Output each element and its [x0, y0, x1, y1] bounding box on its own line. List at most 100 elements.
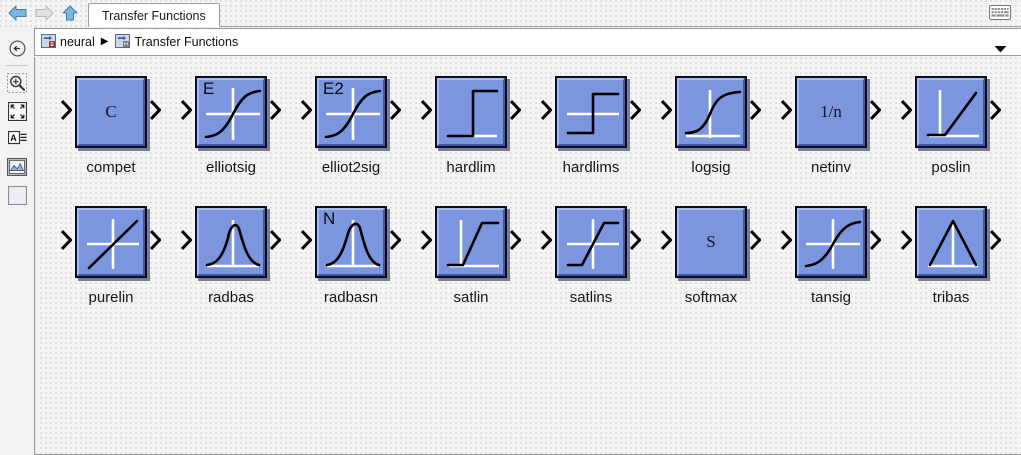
library-block-tansig[interactable]: tansig [767, 199, 895, 306]
library-block-hardlim[interactable]: hardlim [407, 69, 535, 176]
input-port-icon [300, 229, 313, 256]
output-port-icon [629, 229, 642, 256]
block-label: radbasn [323, 289, 379, 306]
block-label: netinv [810, 159, 852, 176]
output-port-icon [869, 99, 882, 126]
block-body[interactable] [887, 69, 1015, 155]
block-body[interactable] [887, 199, 1015, 285]
output-port-icon [389, 99, 402, 126]
breadcrumb: neural ▶ Transfer Functions [34, 28, 1021, 56]
block-icon[interactable]: E2 [315, 76, 387, 148]
library-block-softmax[interactable]: S softmax [647, 199, 775, 306]
tab-transfer-functions[interactable]: Transfer Functions [88, 3, 220, 27]
block-icon[interactable]: S [675, 206, 747, 278]
keyboard-icon[interactable] [989, 5, 1011, 25]
block-body[interactable] [407, 199, 535, 285]
block-body[interactable]: N [287, 199, 415, 285]
blank-panel-icon[interactable] [0, 181, 34, 209]
input-port-icon [420, 99, 433, 126]
input-port-icon [180, 99, 193, 126]
navigate-back-icon[interactable] [0, 34, 34, 62]
block-icon[interactable] [75, 206, 147, 278]
canvas-gutter [35, 57, 39, 454]
block-corner-label: E2 [323, 79, 344, 98]
block-icon[interactable] [555, 206, 627, 278]
up-arrow-icon[interactable] [58, 2, 82, 24]
output-port-icon [149, 229, 162, 256]
block-body[interactable] [527, 69, 655, 155]
library-block-compet[interactable]: C compet [47, 69, 175, 176]
library-block-satlins[interactable]: satlins [527, 199, 655, 306]
output-port-icon [509, 229, 522, 256]
block-grid: C compet E elliotsig E2 ellio [35, 57, 1021, 454]
library-block-hardlims[interactable]: hardlims [527, 69, 655, 176]
block-icon[interactable] [555, 76, 627, 148]
block-glyph-label: 1/n [820, 102, 842, 121]
block-body[interactable] [407, 69, 535, 155]
block-body[interactable]: E [167, 69, 295, 155]
output-port-icon [389, 229, 402, 256]
library-block-tribas[interactable]: tribas [887, 199, 1015, 306]
input-port-icon [60, 99, 73, 126]
block-body[interactable] [647, 69, 775, 155]
block-body[interactable] [47, 199, 175, 285]
block-icon[interactable] [435, 76, 507, 148]
input-port-icon [540, 229, 553, 256]
simulink-library-icon [41, 33, 56, 51]
library-canvas: C compet E elliotsig E2 ellio [34, 57, 1021, 455]
block-icon[interactable]: 1/n [795, 76, 867, 148]
block-body[interactable]: 1/n [767, 69, 895, 155]
block-icon[interactable] [915, 206, 987, 278]
block-body[interactable] [167, 199, 295, 285]
block-glyph-label: S [706, 232, 716, 251]
input-port-icon [660, 99, 673, 126]
block-body[interactable]: E2 [287, 69, 415, 155]
block-body[interactable]: C [47, 69, 175, 155]
input-port-icon [900, 229, 913, 256]
chevron-down-icon[interactable] [994, 40, 1007, 58]
text-view-icon[interactable]: A [0, 125, 34, 153]
block-label: hardlims [562, 159, 620, 176]
breadcrumb-label: Transfer Functions [134, 35, 239, 49]
library-block-elliotsig[interactable]: E elliotsig [167, 69, 295, 176]
block-icon[interactable] [675, 76, 747, 148]
library-block-satlin[interactable]: satlin [407, 199, 535, 306]
input-port-icon [60, 229, 73, 256]
block-body[interactable] [767, 199, 895, 285]
input-port-icon [780, 99, 793, 126]
toolbar-divider [6, 65, 28, 66]
breadcrumb-item-neural[interactable]: neural [41, 33, 95, 51]
back-arrow-icon[interactable] [6, 2, 30, 24]
tab-strip: Transfer Functions [88, 0, 1021, 27]
breadcrumb-item-transfer-functions[interactable]: Transfer Functions [115, 33, 239, 51]
library-block-netinv[interactable]: 1/n netinv [767, 69, 895, 176]
breadcrumb-separator: ▶ [100, 36, 109, 47]
output-port-icon [869, 229, 882, 256]
block-icon[interactable] [195, 206, 267, 278]
fit-to-view-icon[interactable] [0, 97, 34, 125]
block-body[interactable] [527, 199, 655, 285]
tab-underline [88, 26, 1021, 27]
block-body[interactable]: S [647, 199, 775, 285]
block-label: logsig [691, 159, 731, 176]
block-icon[interactable]: N [315, 206, 387, 278]
block-icon[interactable]: C [75, 76, 147, 148]
block-label: tansig [810, 289, 852, 306]
library-block-elliot2sig[interactable]: E2 elliot2sig [287, 69, 415, 176]
tab-label: Transfer Functions [102, 8, 206, 23]
block-icon[interactable] [795, 206, 867, 278]
thumbnail-view-icon[interactable] [0, 153, 34, 181]
library-block-radbas[interactable]: radbas [167, 199, 295, 306]
block-label: hardlim [446, 159, 496, 176]
block-label: satlin [453, 289, 489, 306]
library-block-radbasn[interactable]: N radbasn [287, 199, 415, 306]
library-block-logsig[interactable]: logsig [647, 69, 775, 176]
zoom-in-icon[interactable] [0, 69, 34, 97]
input-port-icon [780, 229, 793, 256]
block-icon[interactable] [915, 76, 987, 148]
library-block-poslin[interactable]: poslin [887, 69, 1015, 176]
block-label: poslin [931, 159, 971, 176]
block-icon[interactable]: E [195, 76, 267, 148]
block-icon[interactable] [435, 206, 507, 278]
library-block-purelin[interactable]: purelin [47, 199, 175, 306]
